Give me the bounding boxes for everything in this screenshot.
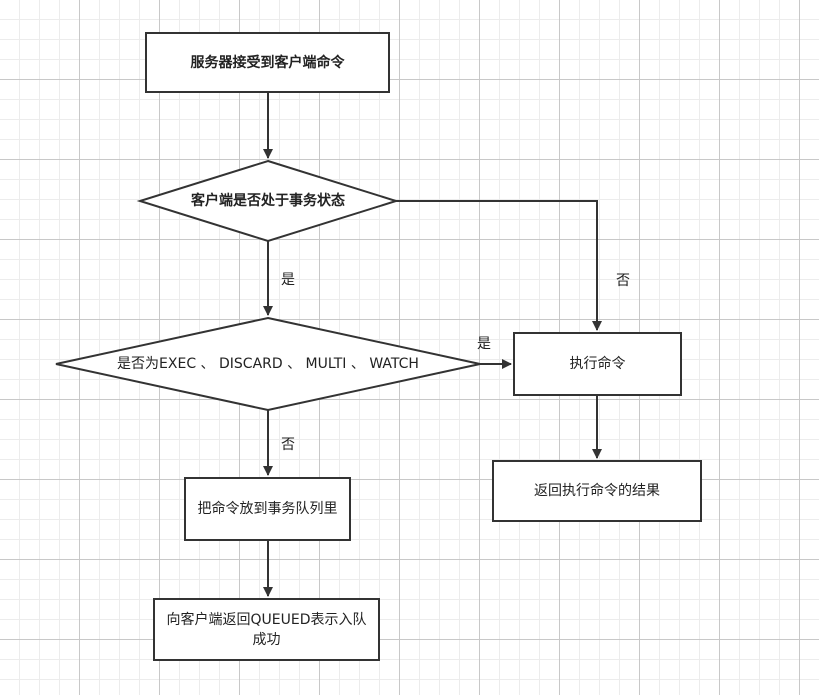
in-transaction-label: 客户端是否处于事务状态 (191, 193, 345, 209)
enqueue-label: 把命令放到事务队列里 (197, 501, 338, 517)
return-result-label: 返回执行命令的结果 (534, 483, 660, 499)
return-queued-label: 向客户端返回QUEUED表示入队成功 (166, 611, 367, 648)
edge-label-no-1: 否 (616, 273, 630, 289)
edge-label-yes-1: 是 (281, 272, 295, 288)
edge-label-no-2: 否 (281, 437, 295, 453)
return-result-box (492, 460, 702, 522)
is-exec-label: 是否为EXEC 、 DISCARD 、 MULTI 、 WATCH (117, 356, 419, 372)
edge-label-yes-2: 是 (477, 336, 491, 352)
enqueue-box (184, 477, 351, 541)
start-label: 服务器接受到客户端命令 (190, 54, 345, 71)
arrow-no-to-execute (396, 200, 602, 331)
execute-label: 执行命令 (569, 356, 626, 372)
start-box (145, 32, 390, 93)
return-queued-box (153, 598, 380, 661)
